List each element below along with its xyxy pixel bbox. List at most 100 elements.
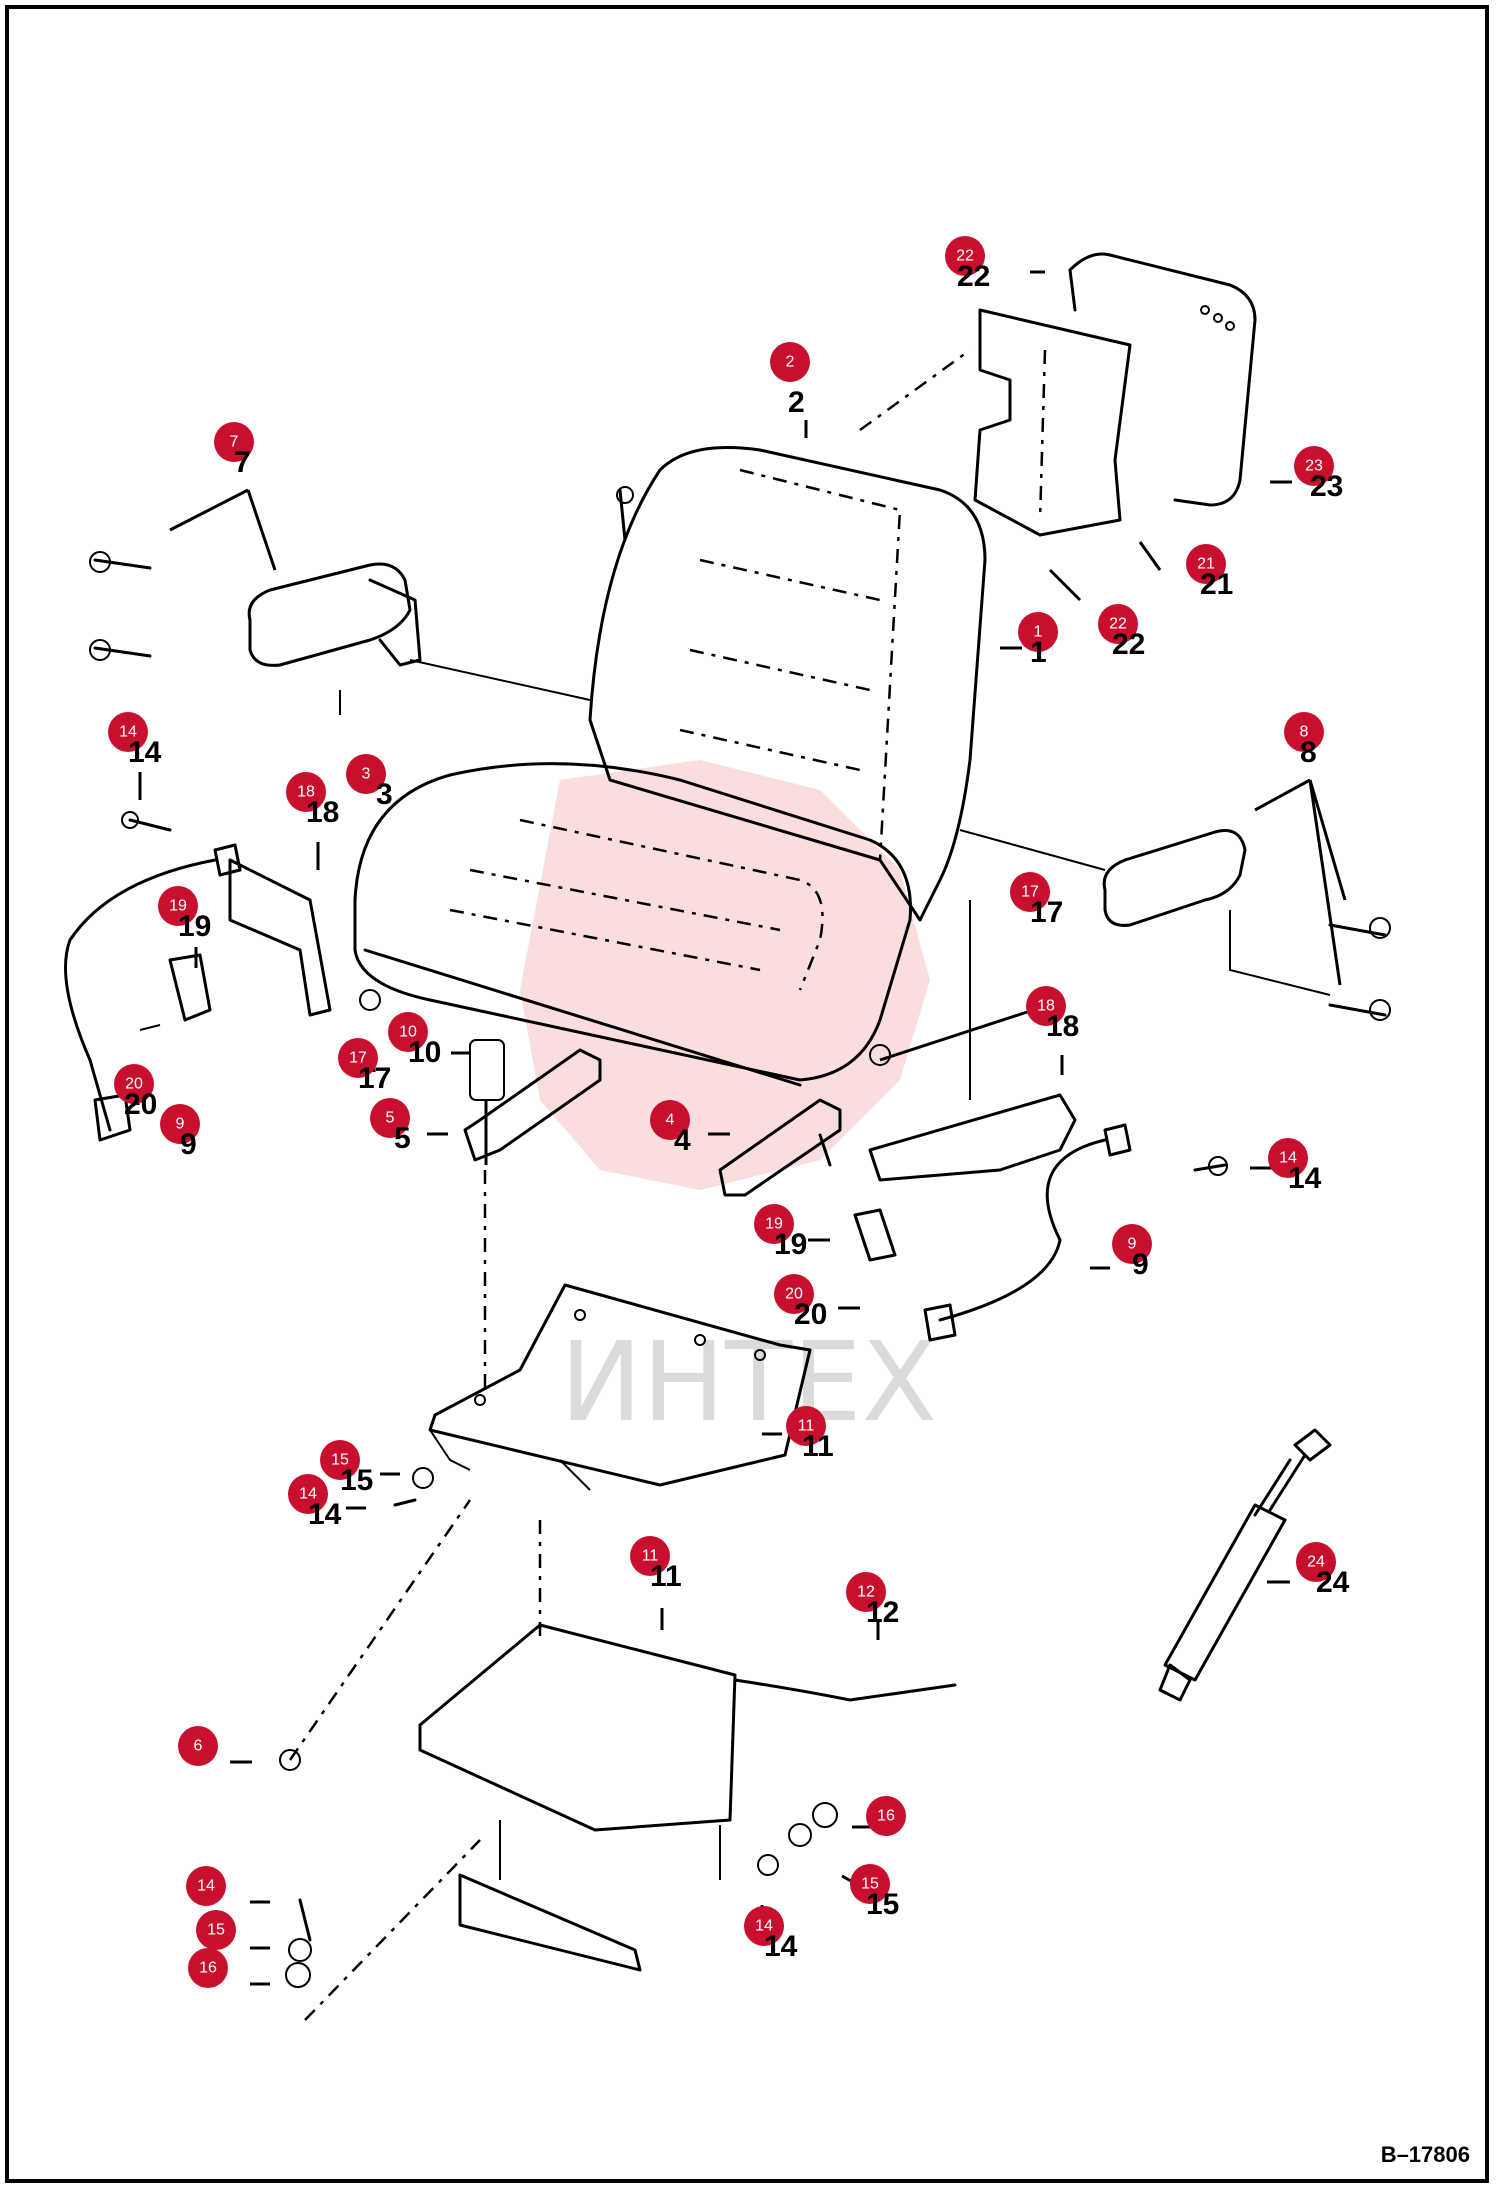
svg-text:3: 3 (362, 766, 371, 783)
svg-text:15: 15 (207, 1922, 225, 1939)
callout-c16a[interactable]: 16 (188, 1948, 228, 1988)
svg-text:19: 19 (765, 1216, 783, 1233)
svg-text:9: 9 (1132, 1248, 1149, 1281)
watermark-logo: ИНТЕХ (520, 760, 937, 1446)
svg-text:22: 22 (1112, 628, 1145, 661)
callout-c14d[interactable]: 14 (186, 1866, 226, 1906)
svg-text:15: 15 (340, 1464, 373, 1497)
svg-text:3: 3 (376, 778, 393, 811)
seat-mounting-plate (428, 1170, 812, 1491)
callout-c19b[interactable]: 19 19 (754, 1204, 807, 1261)
callout-c10[interactable]: 10 10 (388, 1012, 441, 1069)
callout-c21[interactable]: 21 21 (1186, 544, 1233, 601)
svg-text:17: 17 (358, 1062, 391, 1095)
callout-c24[interactable]: 24 24 (1296, 1542, 1350, 1599)
svg-text:9: 9 (180, 1128, 197, 1161)
svg-text:20: 20 (794, 1298, 827, 1331)
callout-c11[interactable]: 11 11 (786, 1406, 834, 1463)
svg-text:6: 6 (194, 1738, 203, 1755)
callout-c7[interactable]: 7 7 (214, 422, 254, 479)
callout-c6[interactable]: 6 (178, 1726, 218, 1766)
callout-c13[interactable]: 12 12 (846, 1572, 899, 1629)
svg-text:14: 14 (128, 736, 162, 769)
svg-text:1: 1 (1034, 624, 1043, 641)
svg-text:18: 18 (1037, 998, 1055, 1015)
callout-c9a[interactable]: 9 9 (160, 1104, 200, 1161)
slide-rails (359, 989, 891, 1197)
callout-number: 2 (788, 386, 805, 419)
svg-text:17: 17 (1030, 896, 1063, 929)
svg-text:11: 11 (802, 1430, 834, 1463)
svg-text:9: 9 (176, 1116, 185, 1133)
callout-c5[interactable]: 5 5 (370, 1098, 411, 1155)
svg-text:9: 9 (1128, 1236, 1137, 1253)
svg-text:14: 14 (1288, 1162, 1322, 1195)
svg-text:21: 21 (1200, 568, 1233, 601)
callout-c14e[interactable]: 14 14 (744, 1906, 798, 1963)
callout-c3[interactable]: 3 3 (346, 754, 393, 811)
svg-text:24: 24 (1307, 1554, 1325, 1571)
callout-c19a[interactable]: 19 19 (158, 886, 211, 943)
svg-text:12: 12 (857, 1584, 875, 1601)
callout-c8[interactable]: 8 8 (1284, 712, 1324, 769)
svg-text:14: 14 (197, 1878, 215, 1895)
seat-base-pan (418, 1520, 957, 1972)
svg-text:1: 1 (1030, 636, 1047, 669)
svg-text:11: 11 (798, 1418, 815, 1435)
callout-c2[interactable]: 2 2 (770, 342, 810, 419)
svg-text:14: 14 (299, 1486, 317, 1503)
callout-c12[interactable]: 11 11 (630, 1536, 682, 1593)
callout-c15b[interactable]: 15 (196, 1910, 236, 1950)
svg-text:24: 24 (1316, 1566, 1350, 1599)
svg-text:11: 11 (650, 1560, 682, 1593)
svg-text:10: 10 (408, 1036, 441, 1069)
seat-back (588, 446, 987, 922)
svg-text:16: 16 (199, 1960, 217, 1977)
svg-text:15: 15 (331, 1452, 349, 1469)
svg-text:18: 18 (306, 796, 339, 829)
callout-c18b[interactable]: 18 18 (1026, 986, 1079, 1043)
callout-c14c[interactable]: 14 14 (288, 1474, 342, 1531)
callout-c18a[interactable]: 18 18 (286, 772, 339, 829)
svg-text:8: 8 (1300, 724, 1309, 741)
svg-text:12: 12 (866, 1596, 899, 1629)
gas-spring (1158, 1428, 1332, 1702)
callout-c14b[interactable]: 14 14 (1268, 1138, 1322, 1195)
callout-c22b[interactable]: 22 22 (1098, 604, 1145, 661)
svg-text:19: 19 (774, 1228, 807, 1261)
callout-c20a[interactable]: 20 20 (114, 1064, 157, 1121)
svg-text:22: 22 (956, 248, 974, 265)
headrest (1068, 252, 1257, 507)
callout-c15c[interactable]: 15 15 (850, 1864, 899, 1921)
callout-c23[interactable]: 23 23 (1294, 446, 1343, 503)
svg-text:16: 16 (877, 1808, 895, 1825)
callout-c15a[interactable]: 15 15 (320, 1440, 373, 1497)
svg-text:19: 19 (169, 898, 187, 915)
callout-c4[interactable]: 4 4 (650, 1100, 691, 1157)
callout-c16b[interactable]: 16 (866, 1796, 906, 1836)
svg-text:20: 20 (124, 1088, 157, 1121)
callout-c22a[interactable]: 22 22 (945, 236, 990, 293)
callout-c17b[interactable]: 17 17 (1010, 872, 1063, 929)
svg-text:7: 7 (230, 434, 239, 451)
right-armrest (959, 829, 1391, 1021)
svg-text:22: 22 (1109, 616, 1127, 633)
svg-text:21: 21 (1197, 556, 1215, 573)
callout-c1[interactable]: 1 1 (1018, 612, 1058, 669)
right-harness (853, 900, 1228, 1342)
svg-text:14: 14 (755, 1918, 773, 1935)
watermark-text: ИНТЕХ (560, 1318, 937, 1446)
callout-c14a[interactable]: 14 14 (108, 712, 162, 769)
callout-c17a[interactable]: 17 17 (338, 1038, 391, 1095)
callout-c20b[interactable]: 20 20 (774, 1274, 827, 1331)
svg-text:18: 18 (297, 784, 315, 801)
svg-text:18: 18 (1046, 1010, 1079, 1043)
callout-c9b[interactable]: 9 9 (1112, 1224, 1152, 1281)
svg-text:17: 17 (349, 1050, 367, 1067)
hardware-fasteners (279, 1467, 838, 2021)
svg-text:11: 11 (642, 1548, 659, 1565)
svg-text:7: 7 (234, 446, 251, 479)
svg-text:17: 17 (1021, 884, 1039, 901)
svg-text:14: 14 (1279, 1150, 1297, 1167)
